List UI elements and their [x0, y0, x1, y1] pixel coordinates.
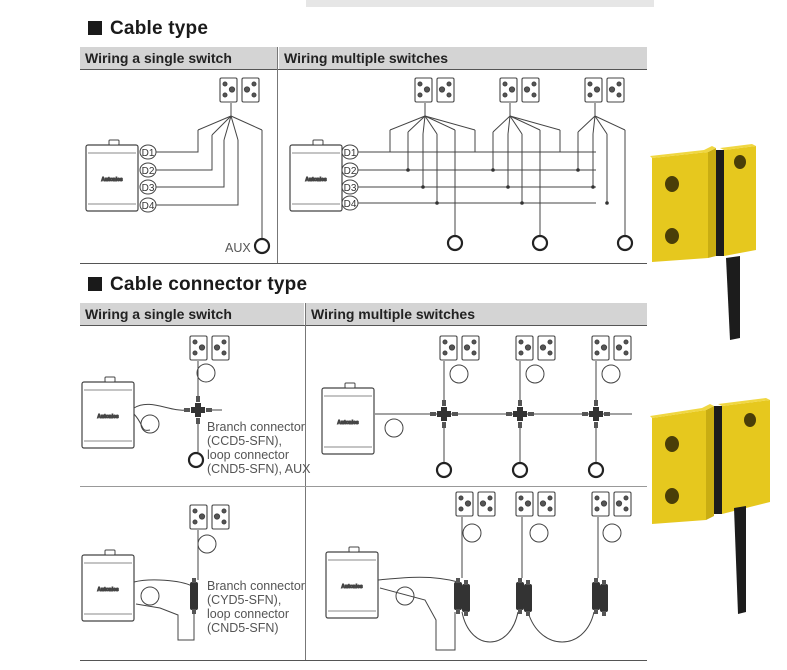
- safety-switch-icon: [591, 491, 632, 517]
- top-scroll-strip: [306, 0, 654, 7]
- divider-connector-top: [80, 325, 647, 326]
- safety-switch-icon: [515, 335, 556, 361]
- controller-icon: [81, 376, 135, 449]
- header-single-switch-cable: Wiring a single switch: [80, 47, 277, 69]
- aux-label: AUX: [225, 241, 251, 255]
- connector-multi-row2: [325, 491, 632, 651]
- terminal-d2: D2: [142, 166, 155, 177]
- label-line: (CCD5-SFN),: [207, 434, 282, 448]
- safety-switch-icon: [219, 77, 260, 103]
- cable-single-diagram: [85, 77, 271, 255]
- section-title-connector-type: Cable connector type: [88, 274, 307, 296]
- header-multiple-switches-cable: Wiring multiple switches: [279, 47, 647, 69]
- cable-multi-diagram: [289, 77, 634, 252]
- loop-connector-icon: [187, 451, 205, 469]
- y-connector-icon: [600, 580, 608, 616]
- cable-multi-terminals: [341, 144, 359, 211]
- bullet-square-icon: [88, 21, 102, 35]
- safety-switch-icon: [189, 335, 230, 361]
- sensor-photo-connector: [650, 398, 770, 614]
- section-title-cable-type: Cable type: [88, 18, 208, 40]
- controller-icon: [289, 139, 343, 212]
- branch-connector-icon: [582, 400, 610, 428]
- header-multiple-switches-connector: Wiring multiple switches: [306, 303, 647, 325]
- terminal-d2: D2: [344, 166, 357, 177]
- safety-switch-icon: [439, 335, 480, 361]
- divider-cable-top: [80, 69, 647, 70]
- label-line: Branch connector: [207, 579, 305, 593]
- branch-connector-icon: [184, 396, 212, 424]
- loop-connector-icon: [511, 461, 529, 479]
- terminal-d3: D3: [344, 183, 357, 194]
- divider-connector-bottom: [80, 660, 647, 661]
- connector-single-row1: [81, 335, 230, 452]
- label-line: (CND5-SFN), AUX: [207, 462, 311, 476]
- controller-icon: [85, 139, 139, 212]
- label-line: (CND5-SFN): [207, 621, 279, 635]
- branch-connector-icon: [506, 400, 534, 428]
- terminal-labels: D1 D2 D3 D4 D1 D2 D3 D4: [142, 148, 357, 212]
- bullet-square-icon: [88, 277, 102, 291]
- y-connector-icon: [516, 578, 524, 614]
- sensor-photo-cable: [650, 144, 756, 340]
- controller-icon: [81, 549, 135, 622]
- safety-switch-icon: [414, 77, 455, 103]
- loop-connector-icon: [435, 461, 453, 479]
- safety-switch-icon: [499, 77, 540, 103]
- y-connector-icon: [190, 578, 198, 614]
- label-line: loop connector: [207, 607, 290, 621]
- terminal-d4: D4: [142, 201, 155, 212]
- terminal-d1: D1: [142, 148, 155, 159]
- terminal-d1: D1: [344, 148, 357, 159]
- divider-connector-middle: [80, 486, 647, 487]
- cable-multi-junctions: [406, 168, 609, 205]
- label-line: Branch connector: [207, 420, 305, 434]
- terminal-d3: D3: [142, 183, 155, 194]
- header-single-switch-connector: Wiring a single switch: [80, 303, 304, 325]
- connector-label-row2: Branch connector (CYD5-SFN), loop connec…: [207, 579, 305, 635]
- divider-cable-vertical: [277, 47, 278, 263]
- divider-connector-vertical: [305, 303, 306, 660]
- connector-label-row1: Branch connector (CCD5-SFN), loop connec…: [207, 420, 310, 476]
- safety-switch-icon: [584, 77, 625, 103]
- safety-switch-icon: [189, 504, 230, 530]
- y-connector-icon: [592, 578, 600, 614]
- connector-multi-row1: [321, 335, 632, 462]
- safety-switch-icon: [591, 335, 632, 361]
- label-line: (CYD5-SFN),: [207, 593, 282, 607]
- y-connector-icon: [454, 578, 462, 614]
- loop-connector-icon: [587, 461, 605, 479]
- divider-cable-bottom: [80, 263, 647, 264]
- controller-icon: [325, 546, 379, 619]
- terminal-d4: D4: [344, 199, 357, 210]
- y-connector-icon: [462, 580, 470, 616]
- connector-single-row2: [81, 504, 230, 641]
- cable-single-terminals: [139, 144, 157, 213]
- branch-connector-icon: [430, 400, 458, 428]
- controller-icon: [321, 382, 375, 455]
- safety-switch-icon: [515, 491, 556, 517]
- y-connector-icon: [524, 580, 532, 616]
- label-line: loop connector: [207, 448, 290, 462]
- safety-switch-icon: [455, 491, 496, 517]
